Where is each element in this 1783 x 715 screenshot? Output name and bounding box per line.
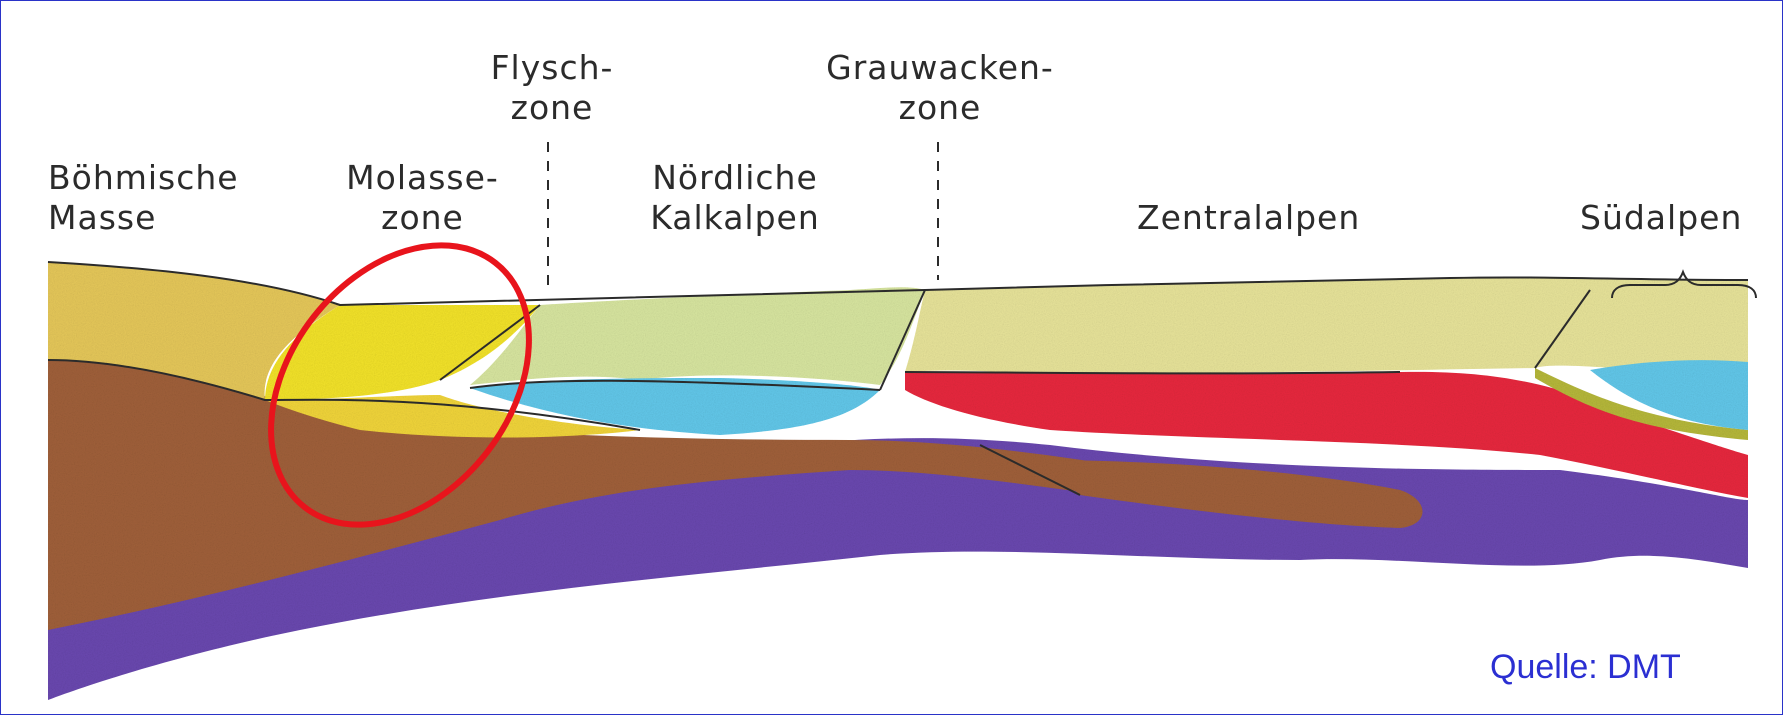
- label-kalkalpen-line1: Nördliche: [620, 158, 850, 198]
- label-grauwacken-line1: Grauwacken-: [790, 48, 1090, 88]
- label-molasse: Molasse- zone: [325, 158, 520, 238]
- label-kalkalpen-line2: Kalkalpen: [620, 198, 850, 238]
- label-grauwacken: Grauwacken- zone: [790, 48, 1090, 128]
- label-molasse-line1: Molasse-: [325, 158, 520, 198]
- label-suedalpen: Südalpen: [1580, 198, 1742, 238]
- label-flysch-line1: Flysch-: [462, 48, 642, 88]
- kalkalpen-layer: [470, 287, 925, 385]
- source-credit: Quelle: DMT: [1490, 648, 1681, 687]
- label-grauwacken-line2: zone: [790, 88, 1090, 128]
- label-boehmische: Böhmische Masse: [48, 158, 239, 238]
- label-kalkalpen: Nördliche Kalkalpen: [620, 158, 850, 238]
- label-flysch: Flysch- zone: [462, 48, 642, 128]
- label-boehmische-line2: Masse: [48, 198, 239, 238]
- label-molasse-line2: zone: [325, 198, 520, 238]
- zentralalpen-layer: [905, 277, 1748, 372]
- label-boehmische-line1: Böhmische: [48, 158, 239, 198]
- label-zentralalpen: Zentralalpen: [1137, 198, 1360, 238]
- label-flysch-line2: zone: [462, 88, 642, 128]
